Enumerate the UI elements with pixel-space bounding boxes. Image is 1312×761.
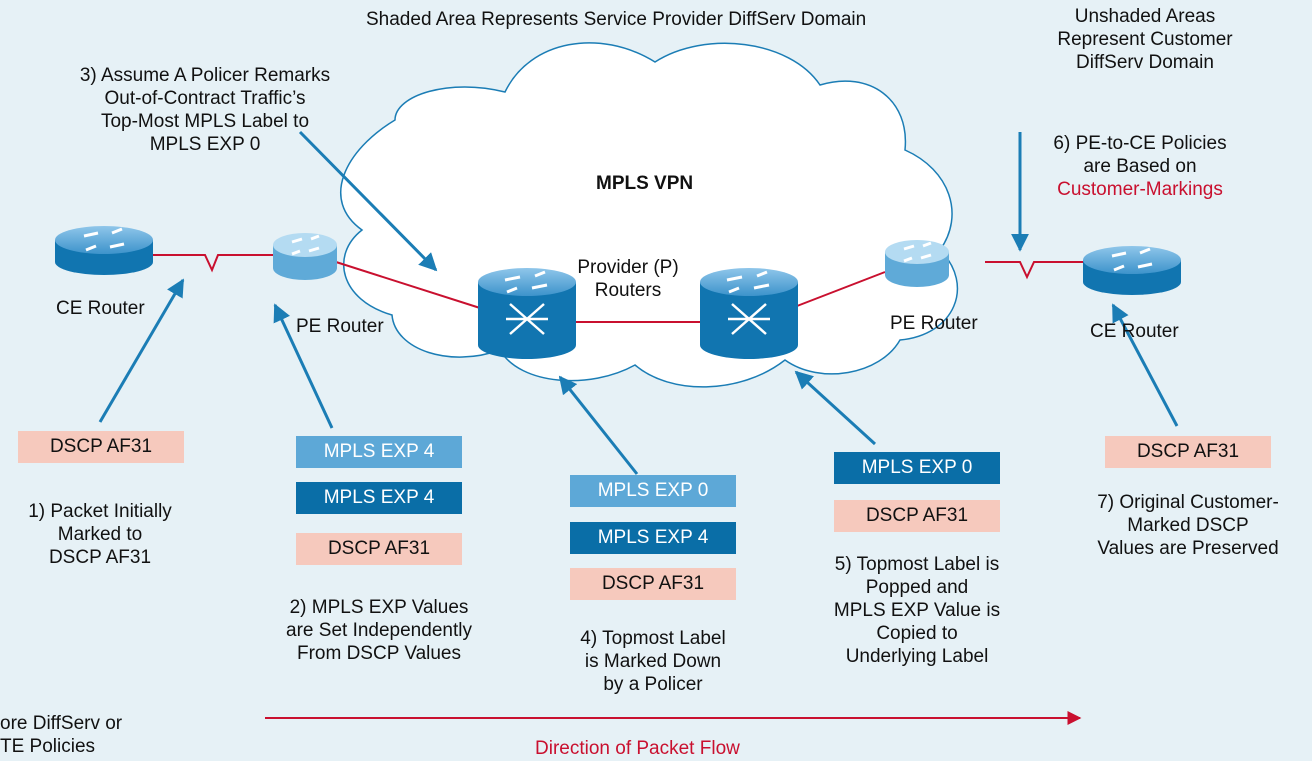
stack-4-exp-bottom: MPLS EXP 4 [570, 522, 736, 554]
ce-router-left-label: CE Router [56, 298, 145, 319]
arrow-step-2 [273, 303, 334, 429]
ce-router-right-label: CE Router [1090, 321, 1179, 342]
step-7-note: 7) Original Customer- Marked DSCP Values… [1097, 492, 1279, 559]
arrow-step-7 [1111, 303, 1179, 427]
stack-4-exp-top: MPLS EXP 0 [570, 475, 736, 507]
stack-2-exp-bottom: MPLS EXP 4 [296, 482, 462, 514]
ce-router-right-icon [1083, 246, 1181, 295]
pe-router-right-label: PE Router [890, 313, 978, 334]
stack-1-dscp: DSCP AF31 [18, 431, 184, 463]
step-1-note: 1) Packet Initially Marked to DSCP AF31 [28, 501, 172, 568]
pe-router-left-label: PE Router [296, 316, 384, 337]
link-p-pe-right [796, 271, 886, 307]
arrow-step-4 [558, 375, 639, 475]
link-pe-p-left [335, 261, 481, 309]
p-router-right-icon [700, 268, 798, 359]
link-pe-ce-right [985, 261, 1083, 280]
pe-router-left-icon [273, 233, 337, 280]
step-3-note: 3) Assume A Policer Remarks Out-of-Contr… [79, 65, 331, 155]
step-6-note: 6) PE-to-CE Policies are Based on Custom… [1020, 132, 1260, 201]
step-4-note: 4) Topmost Label is Marked Down by a Pol… [580, 628, 726, 695]
stack-2-dscp: DSCP AF31 [296, 533, 462, 565]
stack-5-exp: MPLS EXP 0 [834, 452, 1000, 484]
arrow-step-1 [98, 278, 185, 423]
packet-flow-label: Direction of Packet Flow [535, 738, 740, 759]
mpls-vpn-cloud [340, 42, 959, 388]
customer-domain-note: Unshaded Areas Represent Customer DiffSe… [1057, 6, 1233, 73]
step-2-note: 2) MPLS EXP Values are Set Independently… [286, 597, 472, 664]
provider-domain-note: Shaded Area Represents Service Provider … [366, 9, 867, 30]
stack-5-dscp: DSCP AF31 [834, 500, 1000, 532]
link-ce-pe-left [153, 254, 273, 273]
stack-4-dscp: DSCP AF31 [570, 568, 736, 600]
pe-router-right-icon [885, 240, 949, 287]
mpls-vpn-title: MPLS VPN [596, 173, 694, 194]
p-router-left-icon [478, 268, 576, 359]
provider-routers-label: Provider (P) Routers [577, 257, 679, 301]
ce-router-left-icon [55, 226, 153, 275]
arrow-step-3 [298, 130, 438, 272]
arrow-step-5 [794, 370, 877, 446]
stack-2-exp-top: MPLS EXP 4 [296, 436, 462, 468]
stack-7-dscp: DSCP AF31 [1105, 436, 1271, 468]
customer-markings-highlight: Customer-Markings [1057, 179, 1223, 200]
left-cropped-note: ore DiffServ or TE Policies [0, 713, 123, 757]
step-5-note: 5) Topmost Label is Popped and MPLS EXP … [833, 554, 1001, 667]
